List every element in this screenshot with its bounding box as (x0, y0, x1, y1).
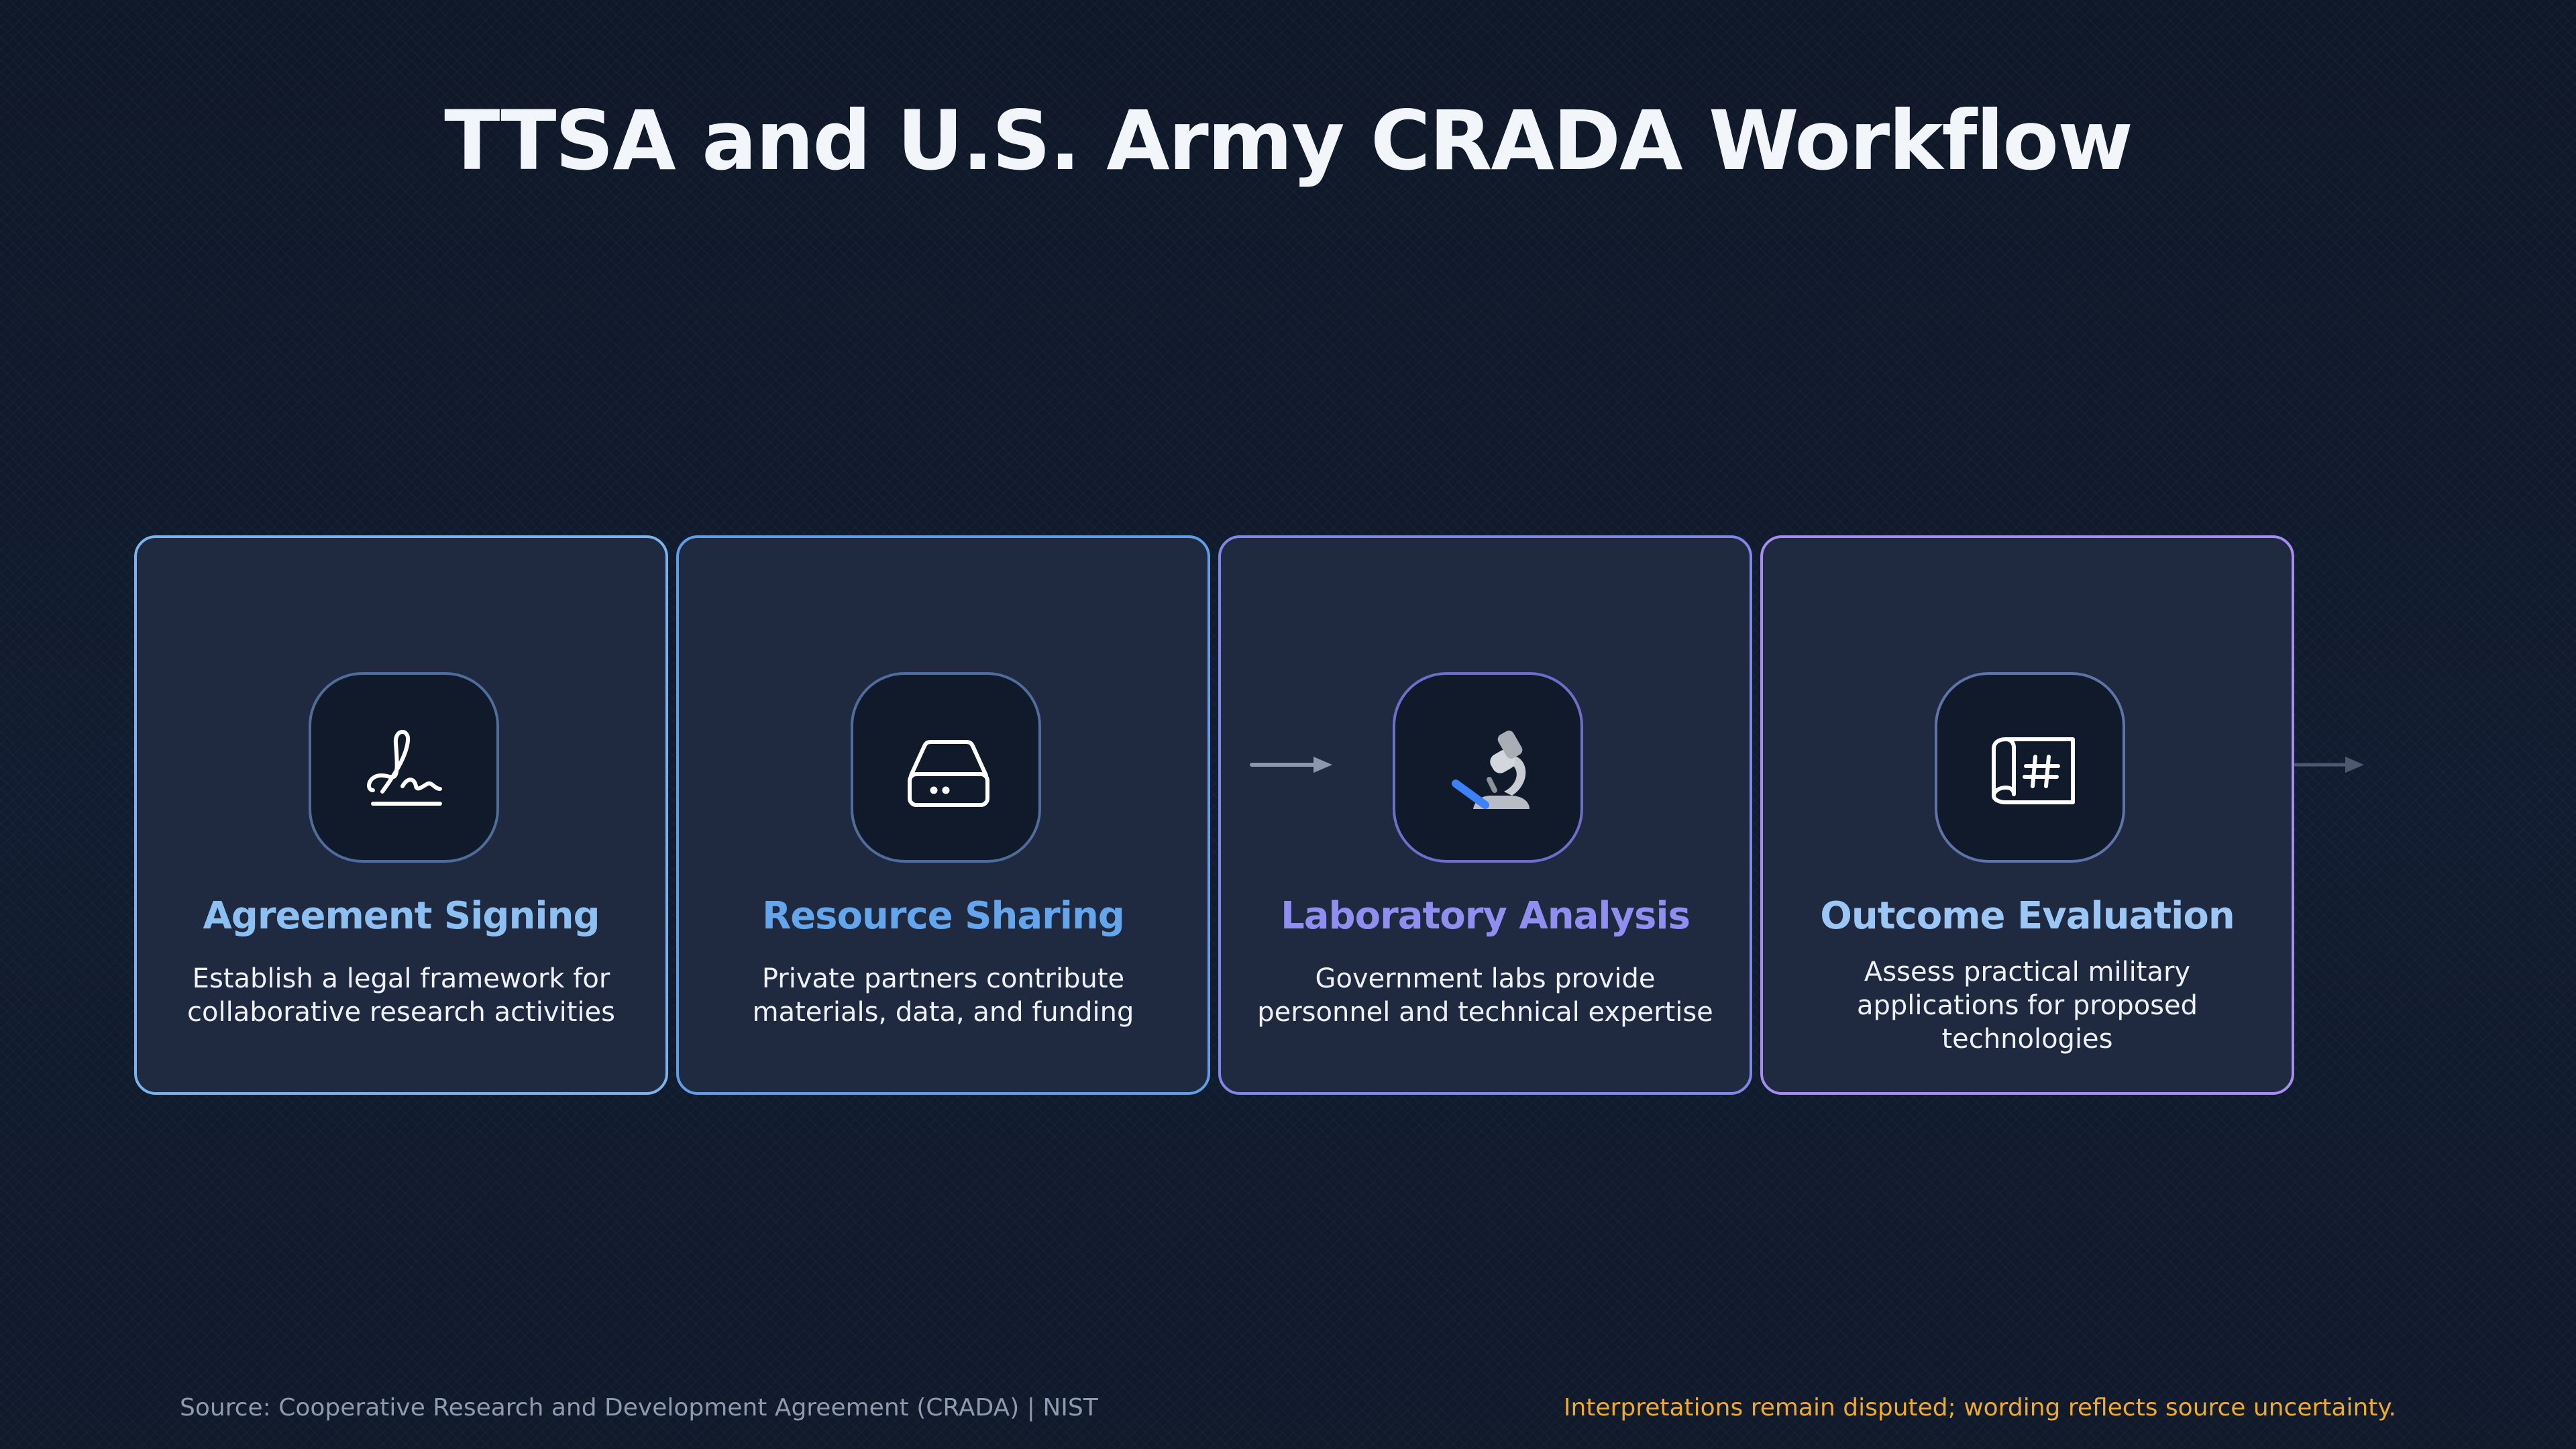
step-title: Laboratory Analysis (1281, 894, 1690, 938)
step-card-outcome-evaluation: Outcome Evaluation Assess practical mili… (1760, 535, 2294, 1095)
step-title: Resource Sharing (762, 894, 1125, 938)
flow-arrow-icon (2294, 757, 2364, 773)
storage-drive-icon (851, 672, 1041, 863)
flow-arrow-icon (1250, 757, 1332, 773)
signature-icon (309, 672, 499, 863)
step-description: Private partners contribute materials, d… (752, 963, 1134, 1028)
step-title: Agreement Signing (203, 894, 600, 938)
step-card-laboratory-analysis: Laboratory Analysis Government labs prov… (1218, 535, 1752, 1095)
page-title: TTSA and U.S. Army CRADA Workflow (444, 93, 2133, 189)
microscope-icon (1393, 672, 1583, 863)
step-card-resource-sharing: Resource Sharing Private partners contri… (676, 535, 1210, 1095)
step-description: Establish a legal framework for collabor… (187, 963, 615, 1028)
blueprint-icon (1935, 672, 2125, 863)
step-card-agreement-signing: Agreement Signing Establish a legal fram… (134, 535, 668, 1095)
disclaimer-note: Interpretations remain disputed; wording… (1563, 1394, 2396, 1421)
step-description: Assess practical military applications f… (1856, 957, 2198, 1055)
step-title: Outcome Evaluation (1820, 894, 2235, 938)
step-description: Government labs provide personnel and te… (1257, 963, 1713, 1028)
source-note: Source: Cooperative Research and Develop… (180, 1394, 1098, 1421)
